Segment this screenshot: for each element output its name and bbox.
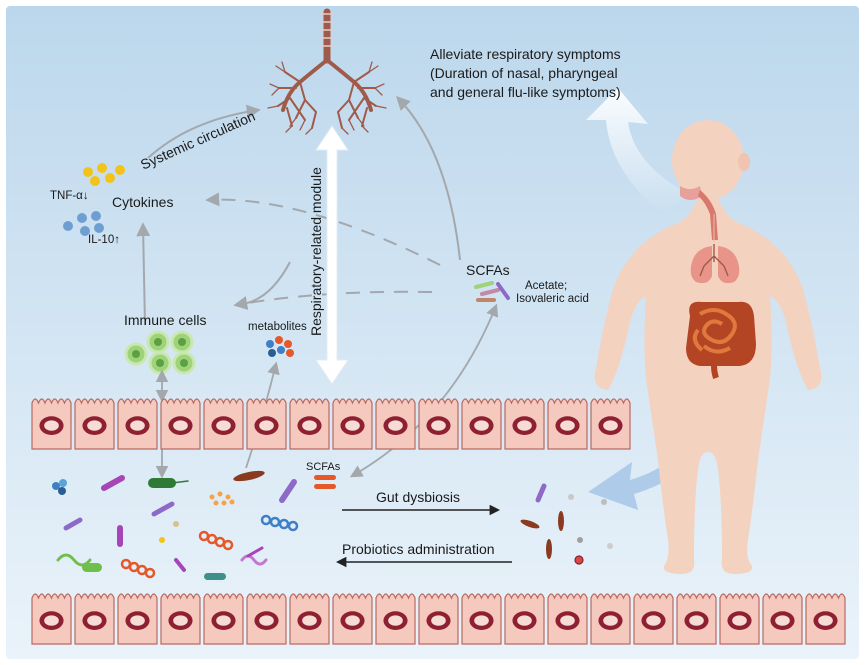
epithelial-cell-icon: [375, 398, 416, 450]
dashed-scfa-to-cytokines: [205, 192, 441, 266]
epithelial-cell-icon: [375, 593, 416, 645]
probiotics-label: Probiotics administration: [342, 541, 495, 557]
epithelial-cell-icon: [590, 398, 631, 450]
epithelial-cell-icon: [805, 593, 846, 645]
gut-dysbiosis-label: Gut dysbiosis: [376, 489, 461, 505]
immune-cells-label: Immune cells: [124, 312, 207, 328]
epithelial-cell-icon: [117, 593, 158, 645]
epithelial-cell-icon: [74, 398, 115, 450]
epithelial-cell-icon: [203, 398, 244, 450]
lung-airway-icon: [267, 8, 387, 135]
epithelial-cell-icon: [547, 398, 588, 450]
scfa-molecules-icon: [474, 281, 510, 302]
scfas-gut-label: SCFAs: [306, 461, 341, 473]
dysbiosis-arrows: [335, 504, 512, 568]
respiratory-module-label: Respiratory-related module: [308, 167, 324, 336]
alleviate-line2: (Duration of nasal, pharyngeal: [430, 65, 618, 81]
immune-cell-icon: [124, 330, 196, 375]
arrow-immune-to-cytokines: [136, 222, 151, 326]
epithelial-cell-icon: [289, 593, 330, 645]
epithelial-cell-icon: [633, 593, 674, 645]
epithelial-cell-icon: [203, 593, 244, 645]
epithelial-cell-icon: [590, 593, 631, 645]
epithelial-cell-icon: [332, 398, 373, 450]
metabolites-label: metabolites: [248, 321, 307, 333]
cytokine-dots-icon: [63, 163, 125, 236]
metabolites-icon: [266, 336, 294, 357]
dysbiosis-bacteria-icon: [520, 483, 613, 565]
respiratory-module-double-arrow: [315, 125, 349, 385]
child-lungs-icon: [690, 244, 740, 284]
epithelial-cell-icon: [160, 593, 201, 645]
epithelial-cell-icon: [31, 593, 72, 645]
epithelial-cell-icon: [504, 398, 545, 450]
epithelial-cell-icon: [676, 593, 717, 645]
gut-scfa-icon: [314, 475, 336, 489]
tnf-label: TNF-α↓: [50, 190, 89, 202]
isovaleric-label: Isovaleric acid: [516, 293, 589, 305]
scfas-upper-label: SCFAs: [466, 262, 510, 278]
gut-to-dysbiosis-arrow: [588, 375, 735, 510]
epithelial-cell-icon: [117, 398, 158, 450]
il10-label: IL-10↑: [88, 234, 120, 246]
alleviate-line3: and general flu-like symptoms): [430, 84, 621, 100]
acetate-label: Acetate;: [525, 280, 568, 292]
alleviate-big-arrow: [586, 88, 690, 212]
epithelial-cell-icon: [289, 398, 330, 450]
epithelial-cell-icon: [332, 593, 373, 645]
epithelial-cell-icon: [418, 398, 459, 450]
arrow-scfa-to-lung: [396, 95, 461, 261]
epithelial-cell-icon: [762, 593, 803, 645]
epithelium-top: [31, 398, 631, 450]
epithelial-cell-icon: [547, 593, 588, 645]
epithelial-cell-icon: [74, 593, 115, 645]
epithelial-cell-icon: [418, 593, 459, 645]
epithelial-cell-icon: [719, 593, 760, 645]
child-body-icon: [594, 120, 822, 574]
epithelial-cell-icon: [31, 398, 72, 450]
epithelial-cell-icon: [246, 593, 287, 645]
epithelial-cell-icon: [160, 398, 201, 450]
epithelial-cell-icon: [504, 593, 545, 645]
cytokines-label: Cytokines: [112, 194, 174, 210]
bacteria-icon: [52, 470, 299, 580]
epithelial-cell-icon: [246, 398, 287, 450]
epithelial-cell-icon: [461, 593, 502, 645]
alleviate-title: Alleviate respiratory symptoms: [430, 46, 621, 62]
epithelium-bottom: [31, 593, 846, 645]
epithelial-cell-icon: [461, 398, 502, 450]
intestine-icon: [686, 301, 756, 379]
arrow-cytokines-to-lung: [147, 104, 261, 159]
